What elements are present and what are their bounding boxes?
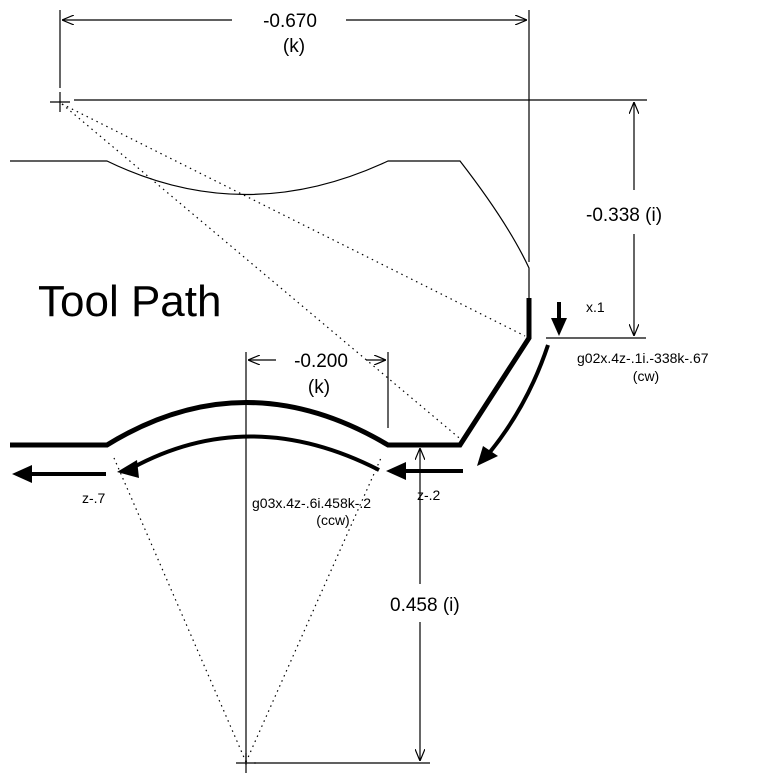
k-top-dimension: [59, 10, 530, 262]
g03-direction-label: (ccw): [316, 512, 349, 528]
k-top-value: -0.670: [263, 11, 317, 32]
arc-center-top-marker: [50, 92, 70, 112]
part-profile-outline: [10, 160, 530, 308]
x-move-label: x.1: [586, 299, 605, 315]
z-left-label: z-.7: [82, 490, 106, 506]
k-mid-value: -0.200: [294, 351, 348, 372]
g02-code-label: g02x.4z-.1i.-338k-.67: [577, 350, 709, 366]
k-top-unit: (k): [283, 36, 305, 57]
diagram-title: Tool Path: [38, 277, 221, 326]
z-right-label: z-.2: [417, 487, 441, 503]
g02-cw-arrow: [477, 344, 550, 466]
x-move-down-arrow: [551, 302, 567, 336]
g02-direction-label: (cw): [633, 368, 659, 384]
z-left-arrow: [12, 465, 106, 483]
i-right-dimension: [74, 99, 647, 339]
k-mid-unit: (k): [308, 377, 330, 398]
z-right-arrow: [386, 462, 463, 480]
g03-ccw-arrow: [117, 434, 380, 478]
i-bottom-label: 0.458 (i): [390, 595, 460, 616]
g03-code-label: g03x.4z-.6i.458k-.2: [252, 495, 371, 511]
i-bottom-dimension: [254, 448, 430, 764]
finished-part-profile: [10, 298, 532, 448]
arc-center-bottom-marker: [236, 753, 256, 773]
construction-lines: [61, 103, 526, 763]
i-right-label: -0.338 (i): [586, 205, 662, 226]
k-mid-dimension: [245, 352, 389, 765]
